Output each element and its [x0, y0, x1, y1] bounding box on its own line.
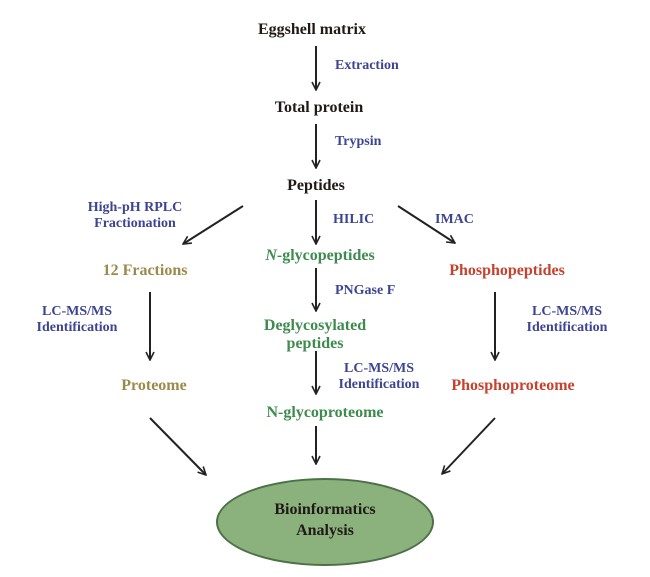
node-proteome: Proteome — [121, 377, 187, 394]
step-high-ph-line2: Fractionation — [94, 216, 176, 232]
bioinformatics-line1: Bioinformatics — [274, 501, 376, 518]
step-lcms-left: LC-MS/MS Identification — [37, 304, 118, 336]
deglycosylated-line2: peptides — [286, 335, 344, 353]
node-eggshell-matrix: Eggshell matrix — [258, 21, 366, 38]
node-total-protein: Total protein — [274, 99, 364, 116]
bioinformatics-line2: Analysis — [296, 521, 354, 539]
node-peptides: Peptides — [287, 177, 345, 194]
n-glycopeptides-rest: -glycopeptides — [276, 247, 375, 264]
step-hilic: HILIC — [333, 212, 375, 227]
step-lcms-right-line2: Identification — [526, 320, 608, 336]
step-lcms-left-line2: Identification — [36, 320, 118, 336]
step-lcms-center-line2: Identification — [338, 377, 420, 393]
arrow-fractionation — [183, 205, 244, 244]
step-trypsin: Trypsin — [335, 134, 382, 149]
step-extraction: Extraction — [335, 58, 399, 73]
step-lcms-center: LC-MS/MS Identification — [339, 361, 420, 393]
arrow-phospho-to-bio — [442, 417, 496, 474]
node-n-glycoproteome: N-glycoproteome — [266, 404, 384, 421]
bioinformatics-ellipse — [216, 478, 434, 566]
node-n-glycopeptides: N-glycopeptides — [265, 247, 374, 265]
n-glycopeptides-italic: N — [265, 247, 277, 264]
node-12-fractions: 12 Fractions — [102, 262, 188, 279]
step-lcms-right: LC-MS/MS Identification — [527, 304, 608, 336]
step-pngase-f: PNGase F — [335, 283, 396, 298]
arrow-proteome-to-bio — [149, 417, 206, 475]
node-phosphopeptides: Phosphopeptides — [449, 262, 565, 279]
step-lcms-right-line1: LC-MS/MS — [531, 304, 602, 319]
node-bioinformatics-analysis: Bioinformatics Analysis — [274, 500, 375, 542]
step-lcms-center-line1: LC-MS/MS — [343, 361, 414, 376]
step-lcms-left-line1: LC-MS/MS — [41, 304, 112, 319]
step-high-ph-rplc: High-pH RPLC Fractionation — [88, 200, 183, 232]
step-high-ph-line1: High-pH RPLC — [87, 200, 183, 215]
step-imac: IMAC — [435, 212, 474, 227]
node-phosphoproteome: Phosphoproteome — [451, 377, 575, 394]
arrow-imac — [397, 205, 455, 243]
node-deglycosylated-peptides: Deglycosylated peptides — [264, 317, 366, 354]
deglycosylated-line1: Deglycosylated — [263, 317, 367, 334]
